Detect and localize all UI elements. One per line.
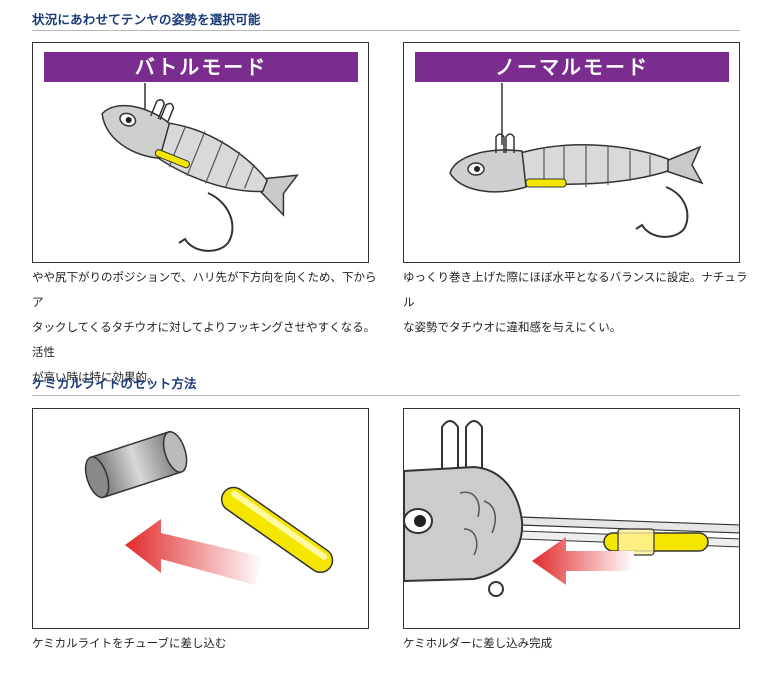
step2-illustration	[404, 420, 739, 597]
step1-illustration	[84, 430, 334, 585]
step1-panel	[32, 408, 369, 629]
battle-mode-panel: バトルモード	[32, 42, 369, 263]
battle-mode-illustration	[101, 83, 299, 252]
normal-mode-banner: ノーマルモード	[415, 52, 729, 82]
section-title-chemical-light: ケミカルライトのセット方法	[32, 376, 197, 391]
section-title-posture: 状況にあわせてテンヤの姿勢を選択可能	[32, 12, 261, 27]
normal-mode-illustration	[449, 83, 704, 238]
section-divider	[32, 30, 740, 31]
normal-mode-panel: ノーマルモード	[403, 42, 740, 263]
step1-caption: ケミカルライトをチューブに差し込む	[32, 636, 227, 650]
step2-caption: ケミホルダーに差し込み完成	[403, 636, 553, 650]
step2-panel	[403, 408, 740, 629]
battle-mode-banner: バトルモード	[44, 52, 358, 82]
caption-line: が高い時は特に効果的。	[32, 370, 159, 384]
caption-line: ゆっくり巻き上げた際にほぼ水平となるバランスに設定。ナチュラル	[403, 270, 748, 309]
caption-line: やや尻下がりのポジションで、ハリ先が下方向を向くため、下からア	[32, 270, 377, 309]
normal-mode-caption: ゆっくり巻き上げた際にほぼ水平となるバランスに設定。ナチュラル な姿勢でタチウオ…	[403, 265, 753, 340]
caption-line: な姿勢でタチウオに違和感を与えにくい。	[403, 320, 622, 334]
battle-mode-caption: やや尻下がりのポジションで、ハリ先が下方向を向くため、下からア タックしてくるタ…	[32, 265, 382, 390]
caption-line: タックしてくるタチウオに対してよりフッキングさせやすくなる。活性	[32, 320, 376, 359]
section-divider	[32, 395, 740, 396]
